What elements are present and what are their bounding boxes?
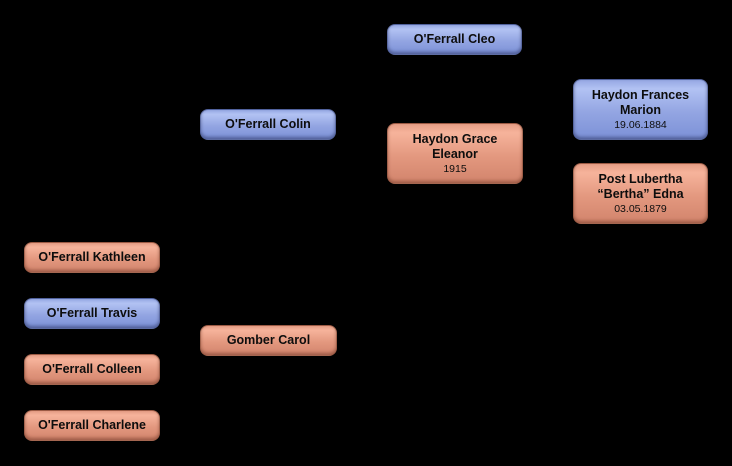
person-name: Haydon Grace Eleanor <box>412 131 498 162</box>
person-node-oferrall-colleen[interactable]: O'Ferrall Colleen <box>24 354 160 385</box>
person-node-oferrall-travis[interactable]: O'Ferrall Travis <box>24 298 160 329</box>
person-node-haydon-grace-eleanor[interactable]: Haydon Grace Eleanor 1915 <box>387 123 523 184</box>
person-node-haydon-frances-marion[interactable]: Haydon Frances Marion 19.06.1884 <box>573 79 708 140</box>
person-name: Post Lubertha “Bertha” Edna <box>597 171 684 202</box>
person-node-oferrall-kathleen[interactable]: O'Ferrall Kathleen <box>24 242 160 273</box>
person-node-oferrall-colin[interactable]: O'Ferrall Colin <box>200 109 336 140</box>
person-name: O'Ferrall Colleen <box>42 361 142 376</box>
person-node-oferrall-charlene[interactable]: O'Ferrall Charlene <box>24 410 160 441</box>
person-name: O'Ferrall Cleo <box>413 31 496 46</box>
person-name: O'Ferrall Colin <box>225 116 311 131</box>
person-name: Gomber Carol <box>226 332 311 347</box>
person-node-post-lubertha-edna[interactable]: Post Lubertha “Bertha” Edna 03.05.1879 <box>573 163 708 224</box>
person-node-gomber-carol[interactable]: Gomber Carol <box>200 325 337 356</box>
person-birth-date: 1915 <box>443 162 467 175</box>
person-name: Haydon Frances Marion <box>591 87 690 118</box>
person-name: O'Ferrall Charlene <box>38 417 146 432</box>
person-birth-date: 03.05.1879 <box>614 202 667 215</box>
person-node-oferrall-cleo[interactable]: O'Ferrall Cleo <box>387 24 522 55</box>
person-name: O'Ferrall Travis <box>46 305 138 320</box>
person-name: O'Ferrall Kathleen <box>38 249 146 264</box>
person-birth-date: 19.06.1884 <box>614 118 667 131</box>
